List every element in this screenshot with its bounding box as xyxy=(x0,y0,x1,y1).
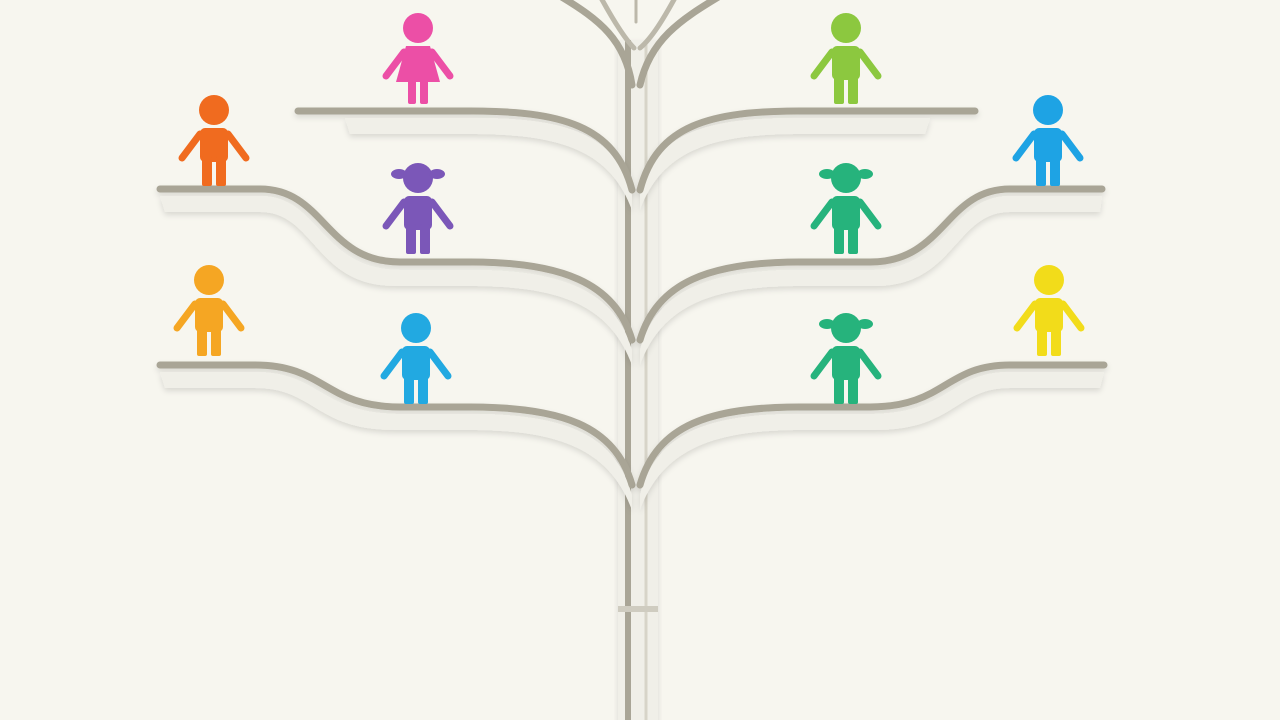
figure-lower-inner-right xyxy=(810,313,882,404)
tree-trunk xyxy=(618,40,658,720)
figure-upper-inner-right xyxy=(810,163,882,254)
branch-middle-left xyxy=(156,185,636,365)
branch-top-right xyxy=(636,107,979,210)
branch-lower-right xyxy=(636,361,1108,510)
figure-lower-far-right xyxy=(1013,265,1085,356)
figures-layer xyxy=(173,13,1085,404)
figure-lower-far-left xyxy=(173,265,245,356)
figure-upper-far-right xyxy=(1012,95,1084,186)
figure-lower-inner-left xyxy=(380,313,452,404)
figure-upper-inner-left xyxy=(382,163,454,254)
tree-crown xyxy=(559,0,721,89)
branch-lower-left xyxy=(156,361,636,510)
branch-top-left xyxy=(294,107,636,210)
figure-top-right xyxy=(810,13,882,104)
branch-middle-right xyxy=(636,185,1106,365)
figure-top-left xyxy=(382,13,454,104)
figure-upper-far-left xyxy=(178,95,250,186)
